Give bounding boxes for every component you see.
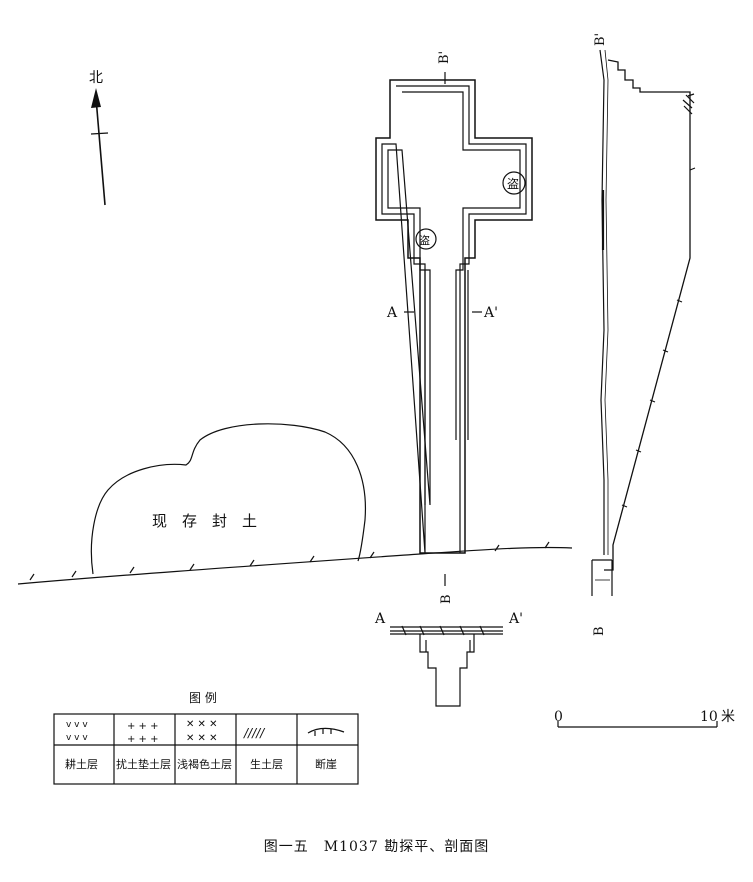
plan-label-b-bottom: B <box>439 594 454 604</box>
legend-title: 图 例 <box>189 691 217 705</box>
legend-pattern-disturbed-2: + + + <box>127 734 159 745</box>
legend-pattern-cultivated: v v v <box>66 720 88 730</box>
legend-table <box>53 713 359 785</box>
robbery-hole-label-upper: 盗 <box>507 176 519 191</box>
scale-unit-label: 米 <box>721 709 735 725</box>
mound-outline <box>90 423 367 575</box>
legend-label-natural: 生土层 <box>250 757 283 771</box>
scale-end-label: 10 <box>700 709 718 725</box>
legend-pattern-cultivated-2: v v v <box>66 733 88 743</box>
plan-label-a-right: A' <box>483 305 498 321</box>
profile-label-b-top: B' <box>593 33 608 46</box>
ground-line <box>17 541 573 585</box>
profile-b <box>591 49 696 596</box>
scale-start-label: 0 <box>554 709 563 725</box>
legend-pattern-brown-2: ✕ ✕ ✕ <box>186 733 218 744</box>
legend-label-cultivated: 耕土层 <box>65 757 98 771</box>
legend-label-fault: 断崖 <box>315 757 337 771</box>
legend-pattern-brown: ✕ ✕ ✕ <box>186 719 218 730</box>
north-arrow <box>90 88 109 206</box>
profile-label-b-bottom: B <box>592 626 607 636</box>
legend-pattern-natural: ///// <box>243 726 266 740</box>
scale-bar <box>557 721 718 728</box>
tomb-outline-middle <box>381 85 527 554</box>
mound-label: 现 存 封 土 <box>152 512 257 530</box>
legend-label-disturbed: 扰土垫土层 <box>116 757 171 771</box>
tomb-plan <box>375 79 533 554</box>
section-markers <box>404 72 482 586</box>
robbery-hole-upper <box>502 171 526 195</box>
robbery-hole-label-lower: 盗 <box>419 234 430 247</box>
cross-section-label-a-prime: A' <box>508 611 523 627</box>
legend-label-brown: 浅褐色土层 <box>177 757 232 771</box>
legend-pattern-disturbed: + + + <box>127 721 159 732</box>
north-label: 北 <box>89 70 103 86</box>
tomb-outline-outer <box>375 79 533 554</box>
figure-caption: 图一五 M1037 勘探平、剖面图 <box>263 839 490 855</box>
cross-section-a <box>390 625 503 707</box>
tomb-outline-inner <box>387 91 521 506</box>
plan-label-b-top: B' <box>437 51 452 64</box>
robbery-hole-lower <box>415 228 437 250</box>
plan-label-a-left: A <box>386 305 398 321</box>
cross-section-label-a: A <box>374 611 386 627</box>
